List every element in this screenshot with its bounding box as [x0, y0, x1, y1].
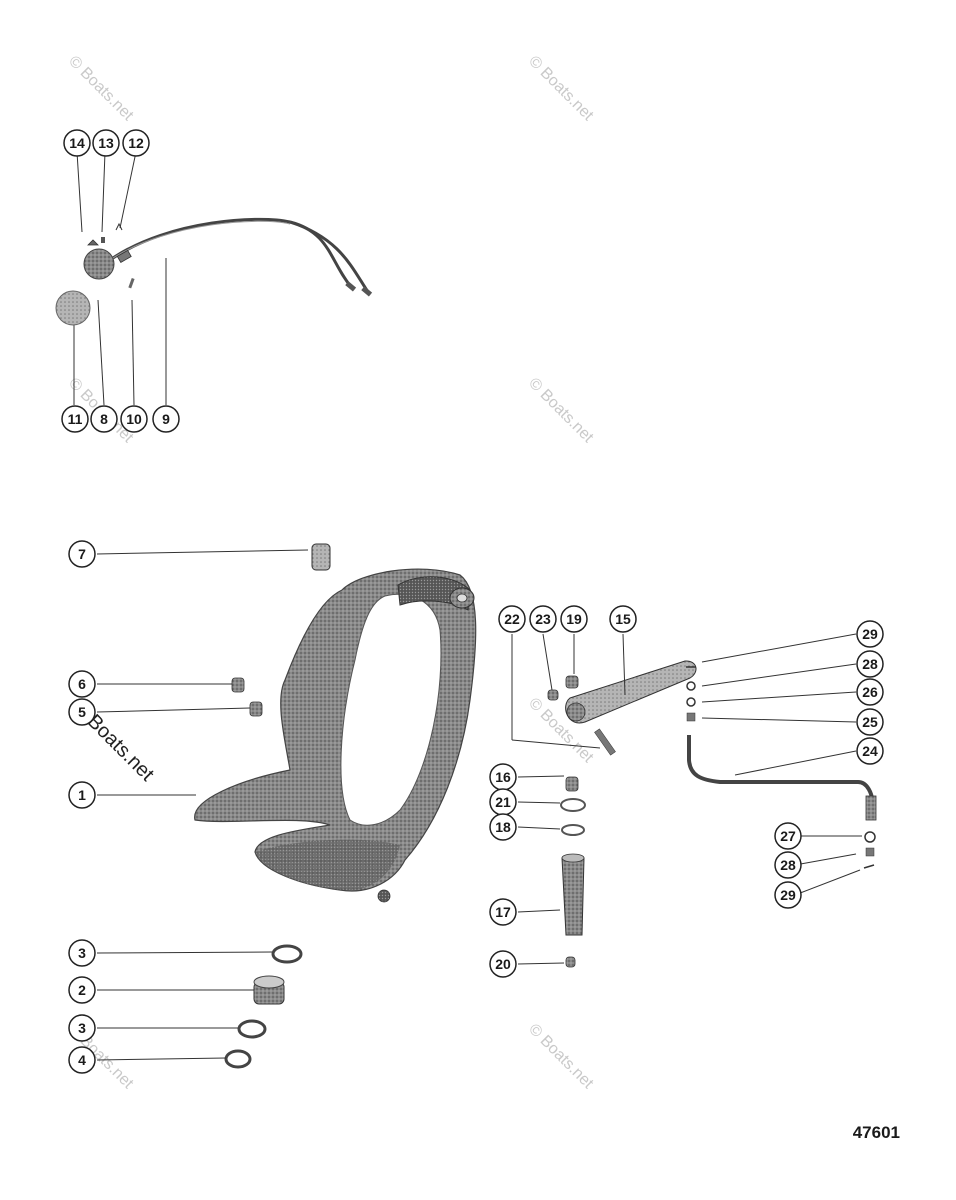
callout-label: 29	[780, 887, 796, 903]
callout-9: 9	[152, 405, 180, 433]
callout-label: 8	[100, 411, 108, 427]
callout-label: 3	[78, 945, 86, 961]
callout-4: 4	[68, 1046, 96, 1074]
gimbal-ring	[194, 568, 477, 903]
leader-lines	[96, 549, 862, 1061]
callout-label: 16	[495, 769, 511, 785]
callout-5: 5	[68, 698, 96, 726]
callout-label: 17	[495, 904, 511, 920]
callouts: 14 13 12 11 8 10 9 7 6 5 1 3 2 3 4 22 23…	[61, 129, 884, 1074]
callout-3: 3	[68, 939, 96, 967]
callout-3: 3	[68, 1014, 96, 1042]
callout-28: 28	[774, 851, 802, 879]
callout-12: 12	[122, 129, 150, 157]
callout-24: 24	[856, 737, 884, 765]
callout-18: 18	[489, 813, 517, 841]
callout-28: 28	[856, 650, 884, 678]
callout-label: 21	[495, 794, 511, 810]
callout-22: 22	[498, 605, 526, 633]
callout-21: 21	[489, 788, 517, 816]
callout-label: 6	[78, 676, 86, 692]
callout-label: 24	[862, 743, 878, 759]
callout-label: 20	[495, 956, 511, 972]
callout-7: 7	[68, 540, 96, 568]
callout-17: 17	[489, 898, 517, 926]
callout-label: 29	[862, 626, 878, 642]
callout-label: 18	[495, 819, 511, 835]
callout-label: 14	[69, 135, 85, 151]
trim-sender-assembly	[55, 151, 373, 406]
bushings-and-fittings	[224, 543, 331, 1069]
callout-27: 27	[774, 822, 802, 850]
callout-8: 8	[90, 405, 118, 433]
callout-label: 2	[78, 982, 86, 998]
callout-23: 23	[529, 605, 557, 633]
callout-1: 1	[68, 781, 96, 809]
watermark: © Boats.net	[525, 375, 597, 447]
callout-2: 2	[68, 976, 96, 1004]
callout-6: 6	[68, 670, 96, 698]
watermark: © Boats.net	[65, 53, 137, 125]
callout-label: 3	[78, 1020, 86, 1036]
callout-label: 26	[862, 684, 878, 700]
figure-number: 47601	[852, 1123, 900, 1142]
callout-20: 20	[489, 950, 517, 978]
callout-29: 29	[774, 881, 802, 909]
watermarks: © Boats.net © Boats.net © Boats.net © Bo…	[65, 53, 597, 1093]
callout-label: 5	[78, 704, 86, 720]
callout-label: 28	[780, 857, 796, 873]
callout-label: 4	[78, 1052, 86, 1068]
callout-19: 19	[560, 605, 588, 633]
callout-label: 27	[780, 828, 796, 844]
callout-label: 12	[128, 135, 144, 151]
callout-label: 11	[68, 411, 83, 427]
callout-14: 14	[63, 129, 91, 157]
callout-label: 25	[862, 714, 878, 730]
callout-26: 26	[856, 678, 884, 706]
steering-linkage	[547, 660, 877, 968]
callout-10: 10	[120, 405, 148, 433]
callout-label: 1	[78, 787, 86, 803]
callout-label: 22	[504, 611, 520, 627]
callout-label: 9	[162, 411, 170, 427]
callout-label: 7	[78, 546, 86, 562]
callout-25: 25	[856, 708, 884, 736]
callout-16: 16	[489, 763, 517, 791]
callout-13: 13	[92, 129, 120, 157]
callout-29: 29	[856, 620, 884, 648]
callout-label: 13	[98, 135, 114, 151]
watermark: © Boats.net	[525, 53, 597, 125]
callout-label: 28	[862, 656, 878, 672]
callout-15: 15	[609, 605, 637, 633]
callout-label: 19	[566, 611, 582, 627]
watermark: © Boats.net	[525, 1021, 597, 1093]
callout-label: 23	[535, 611, 551, 627]
callout-label: 15	[615, 611, 631, 627]
callout-11: 11	[61, 405, 89, 433]
callout-label: 10	[126, 411, 142, 427]
